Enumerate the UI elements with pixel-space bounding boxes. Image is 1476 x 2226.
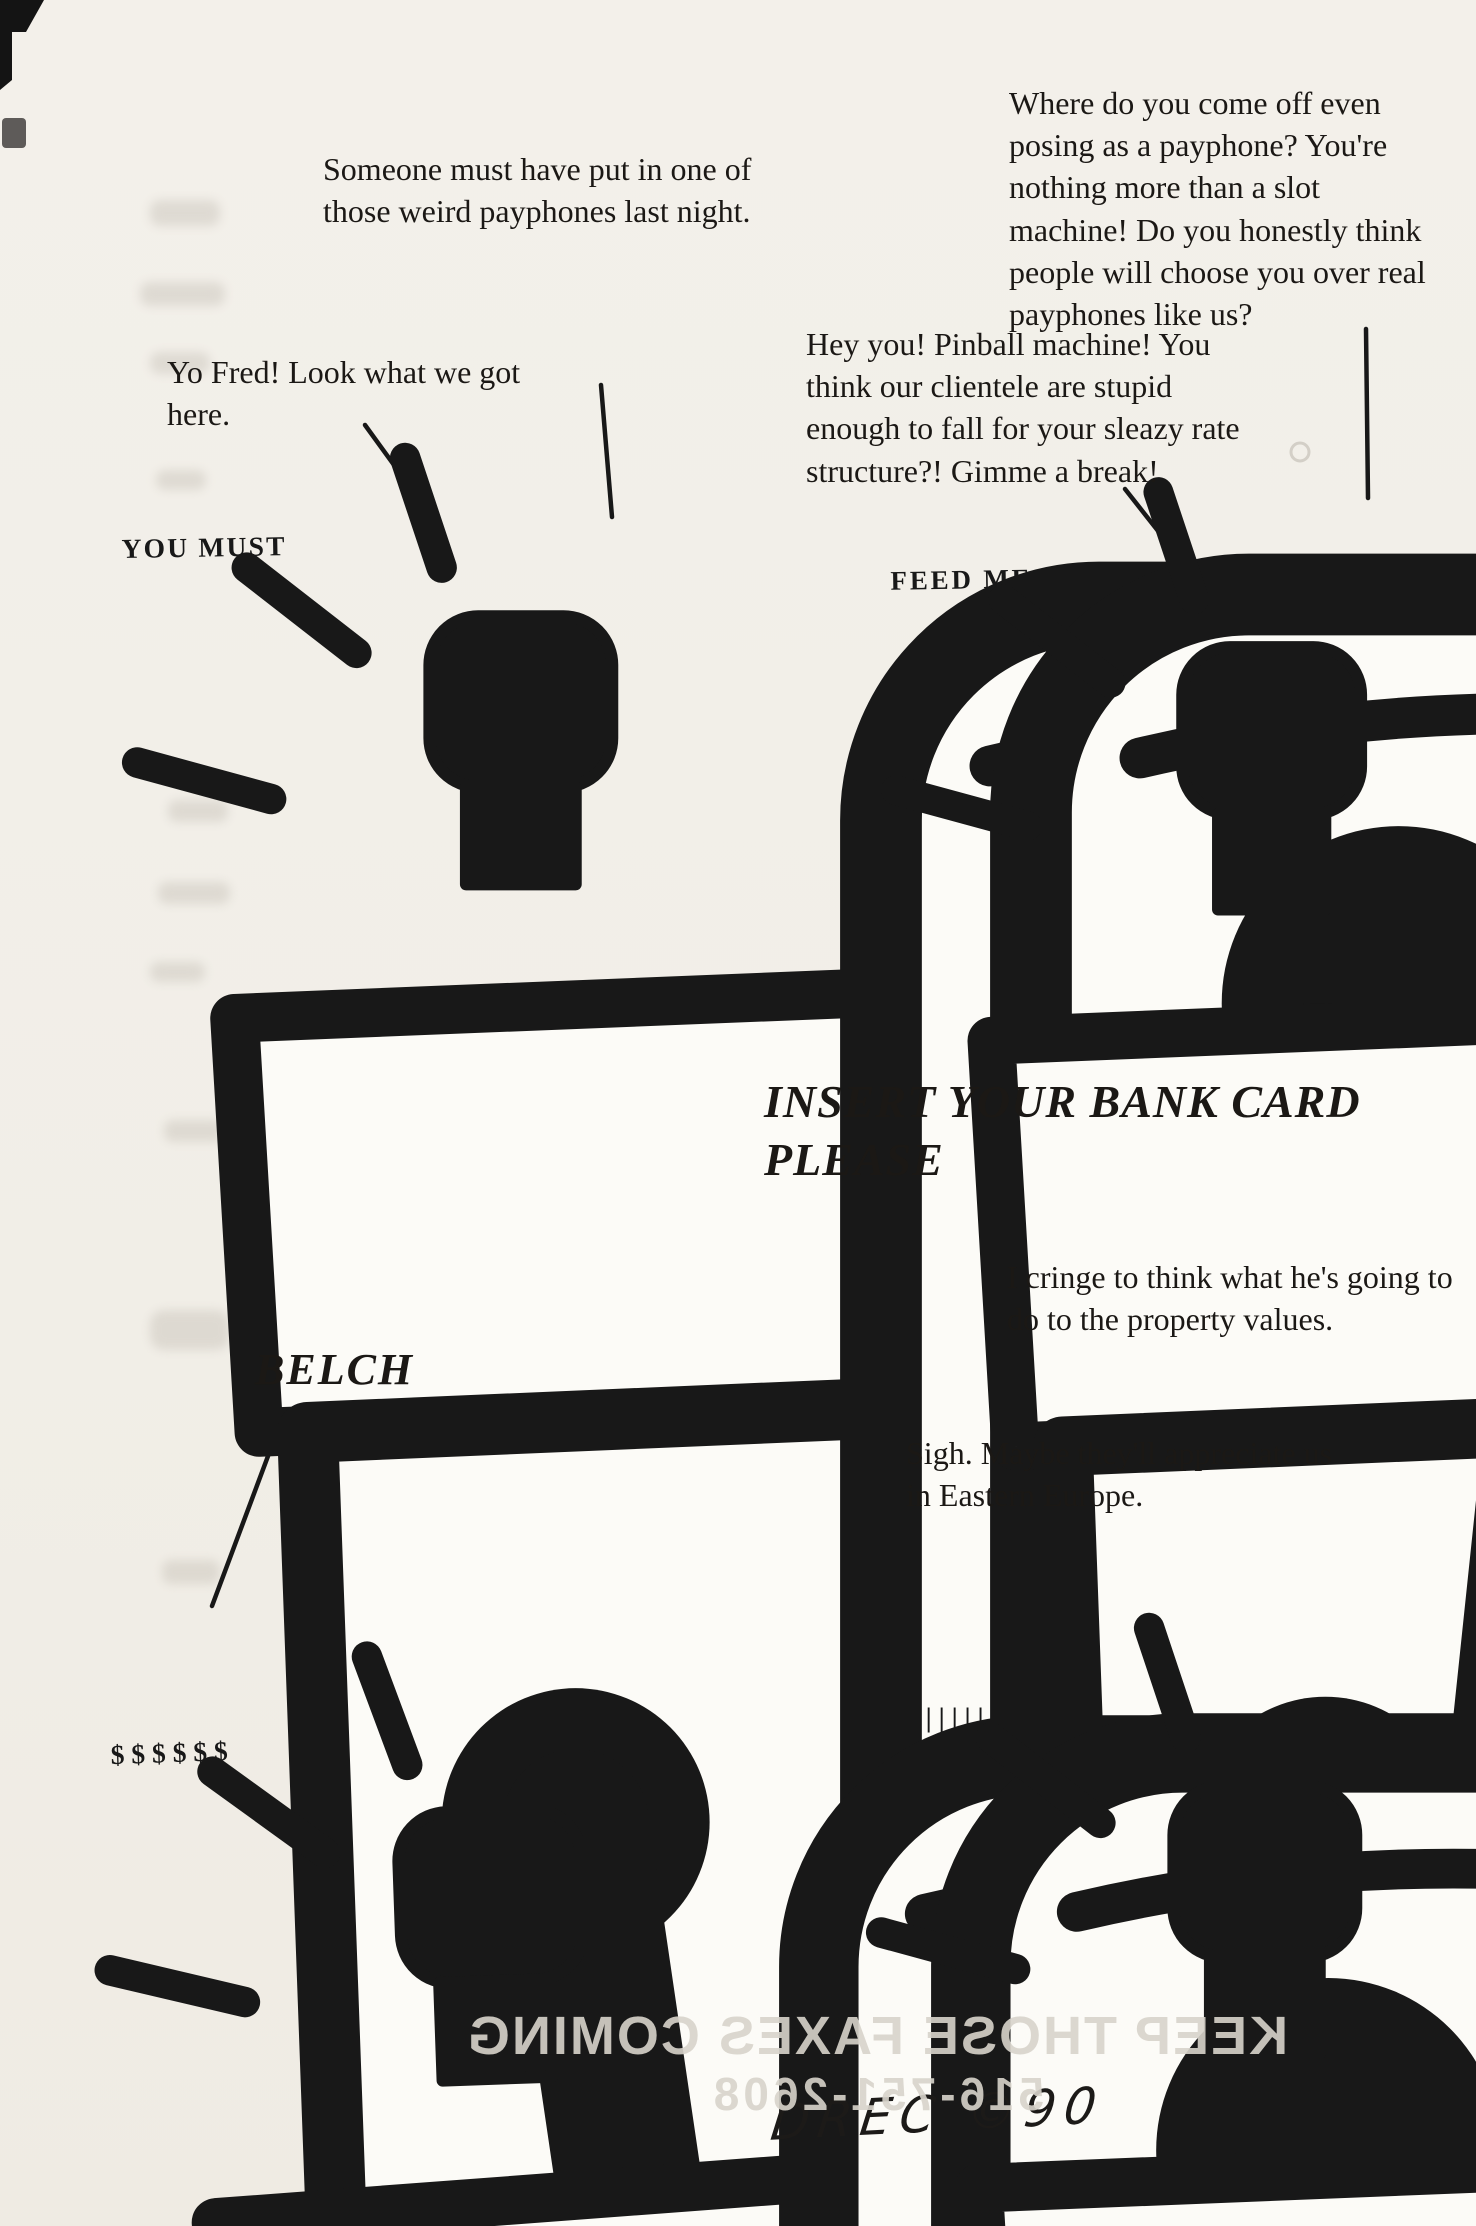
caption-eastern-europe: Sigh. Maybe they'll appreciate us in Eas… [906, 1435, 1333, 1514]
marquee-text-q3: $ $ $ $ $ $ [110, 1735, 228, 1770]
caption-property-values: I cringe to think what he's going to do … [1007, 1259, 1453, 1338]
scan-spot-artifact [1289, 441, 1311, 463]
pointer-line [209, 1429, 280, 1609]
bleedthrough-smudges [140, 200, 230, 1584]
slot-payphone-q2: FEED ME [890, 492, 1476, 2226]
pointer-line [1363, 326, 1371, 501]
scan-corner-artifact [0, 0, 44, 90]
caption-yo-fred: Yo Fred! Look what we got here. [167, 354, 521, 433]
caption-belch: BELCH [255, 1345, 415, 1394]
slot-payphone-q3: $ $ $ $ $ $ [99, 1596, 1476, 2226]
caption-weird-payphone: Someone must have put in one of those we… [323, 151, 752, 230]
marquee-text-q1: YOU MUST [121, 530, 287, 564]
caption-slot-machine-rant: Where do you come off even posing as a p… [1009, 85, 1426, 333]
slot-payphone-q4: | | | | | | [881, 1628, 1476, 2226]
slot-payphone-q1: YOU MUST [121, 458, 1476, 2226]
marquee-text-q4: | | | | | | [913, 1702, 984, 1733]
caption-insert-bank-card: INSERT YOUR BANK CARD PLEASE [764, 1076, 1361, 1185]
marquee-text-q2: FEED ME [890, 563, 1033, 595]
scan-edge-mark [2, 118, 26, 148]
caption-pinball-machine: Hey you! Pinball machine! You think our … [806, 326, 1240, 489]
pointer-line [598, 382, 615, 520]
